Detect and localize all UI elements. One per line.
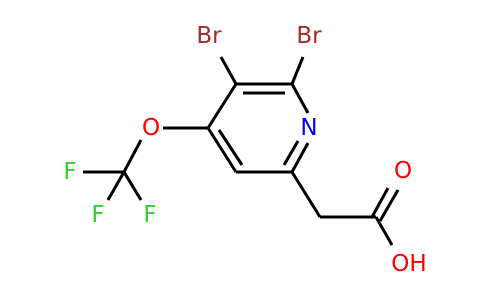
fluorine-atom-label: F xyxy=(143,202,156,228)
bond-c6-n xyxy=(290,142,310,173)
bond-c4-c5 xyxy=(206,127,238,173)
oxygen-atom-label: O xyxy=(394,158,412,184)
bond-c-o-double-b xyxy=(378,189,400,222)
bromine-atom-label: Br xyxy=(296,23,322,49)
bond-c-oh xyxy=(374,216,394,246)
bond-c3-c4 xyxy=(206,83,238,129)
bond-cf3-f-right xyxy=(122,171,143,201)
bond-c6-ch2 xyxy=(290,171,322,218)
fluorine-atom-label: F xyxy=(63,159,76,185)
hydroxyl-atom-label: OH xyxy=(391,251,426,277)
bond-cf3-f-bottom xyxy=(106,171,126,201)
bond-c3-br xyxy=(219,56,238,85)
bond-o-cf3 xyxy=(122,139,143,173)
bond-c4-c5-inner xyxy=(217,129,244,166)
fluorine-atom-label: F xyxy=(91,202,104,228)
nitrogen-atom-label: N xyxy=(300,115,317,141)
bond-n-c2 xyxy=(290,83,310,114)
bond-c2-br xyxy=(290,56,305,85)
bromine-atom-label: Br xyxy=(196,23,222,49)
bond-c-o-double-a xyxy=(370,187,390,218)
oxygen-atom-label: O xyxy=(142,115,160,141)
bond-group xyxy=(83,56,400,246)
bond-c6-n-inner xyxy=(282,140,300,166)
atom-label-group: Br Br N O F F F O OH xyxy=(63,23,426,277)
